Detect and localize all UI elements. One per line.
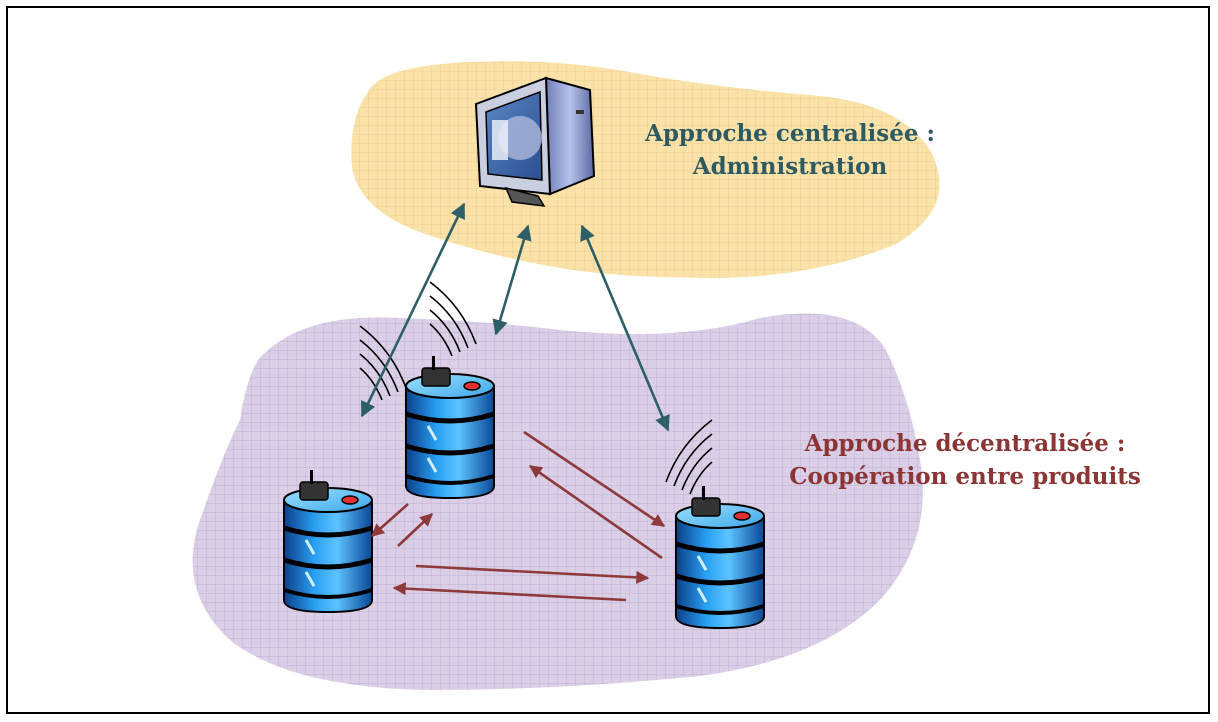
cooperation-arrow <box>528 464 663 560</box>
centralized-approach-label: Approche centralisée : Administration <box>610 118 970 183</box>
centralized-approach-subtitle: Administration <box>692 152 888 180</box>
cooperation-arrow <box>523 430 666 528</box>
cooperation-arrow <box>415 564 650 584</box>
decentralized-approach-subtitle: Coopération entre produits <box>789 462 1141 490</box>
cooperation-arrow <box>392 582 627 602</box>
cooperation-arrow <box>397 513 433 547</box>
central-link-arrow <box>580 224 670 432</box>
cooperation-arrow <box>371 503 409 537</box>
rfid-barrel-icon <box>284 470 372 612</box>
rfid-barrel-icon <box>676 486 764 628</box>
decentralized-approach-label: Approche décentralisée : Coopération ent… <box>755 428 1175 493</box>
decentralized-approach-title: Approche décentralisée : <box>804 430 1126 457</box>
rfid-barrel-icon <box>406 356 494 498</box>
centralized-approach-title: Approche centralisée : <box>644 120 936 147</box>
central-link-arrow <box>492 224 532 336</box>
computer-monitor-icon <box>474 76 596 207</box>
central-link-arrow <box>360 202 466 418</box>
